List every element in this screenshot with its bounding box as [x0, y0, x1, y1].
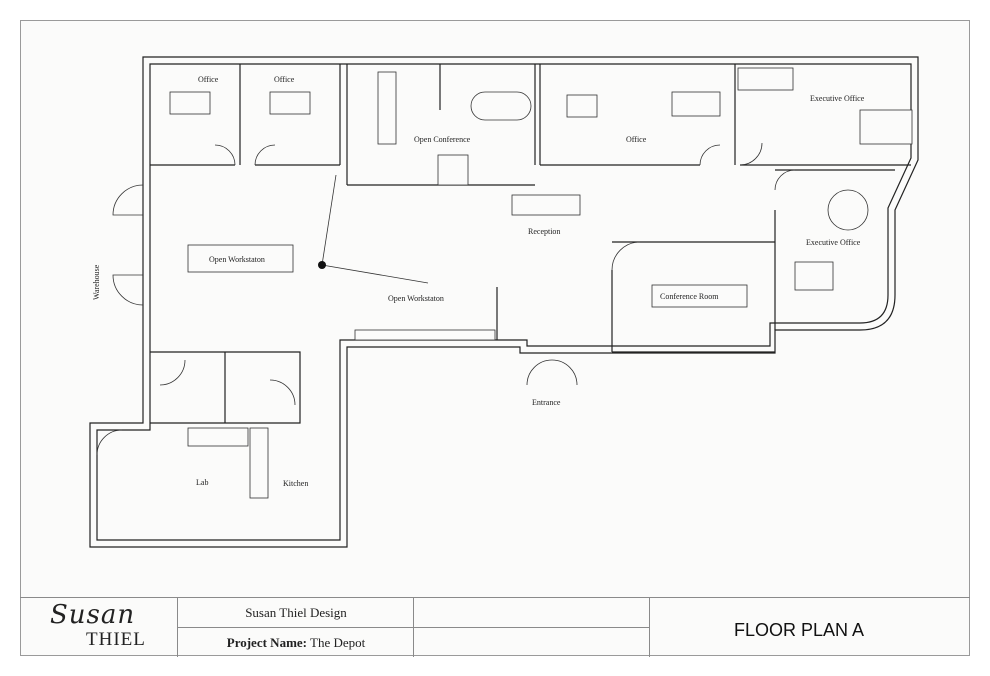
- interior-walls: [150, 64, 911, 424]
- room-label-open-conference: Open Conference: [414, 135, 471, 144]
- logo: Susan THIEL: [20, 598, 178, 657]
- room-label-warehouse: Warehouse: [92, 264, 101, 300]
- room-label-office-1: Office: [198, 75, 219, 84]
- outer-walls: [89, 56, 919, 548]
- sheet-title-cell: FLOOR PLAN A: [650, 598, 970, 657]
- room-label-conference-room: Conference Room: [660, 292, 719, 301]
- project-row: Project Name: The Depot: [178, 628, 414, 657]
- room-label-open-workstation-1: Open Workstaton: [209, 255, 265, 264]
- room-label-office-2: Office: [274, 75, 295, 84]
- doors: [96, 142, 796, 456]
- room-label-executive-office-2: Executive Office: [806, 238, 861, 247]
- firm-name: Susan Thiel Design: [178, 598, 414, 628]
- room-label-office-3: Office: [626, 135, 647, 144]
- room-label-entrance: Entrance: [532, 398, 561, 407]
- room-label-executive-office-1: Executive Office: [810, 94, 865, 103]
- room-label-open-workstation-2: Open Workstaton: [388, 294, 444, 303]
- title-block: Susan THIEL Susan Thiel Design Project N…: [20, 597, 970, 657]
- logo-script: Susan: [50, 600, 136, 630]
- blank-cell: [414, 598, 650, 657]
- logo-caps: THIEL: [86, 629, 146, 650]
- room-label-reception: Reception: [528, 227, 560, 236]
- project-name: The Depot: [310, 635, 366, 650]
- project-label: Project Name:: [226, 635, 307, 650]
- room-label-kitchen: Kitchen: [283, 479, 308, 488]
- room-label-lab: Lab: [196, 478, 208, 487]
- furniture: [169, 67, 913, 499]
- blank-row: [414, 598, 650, 628]
- sheet-title: FLOOR PLAN A: [734, 620, 865, 640]
- firm-cell: Susan Thiel Design Project Name: The Dep…: [178, 598, 414, 657]
